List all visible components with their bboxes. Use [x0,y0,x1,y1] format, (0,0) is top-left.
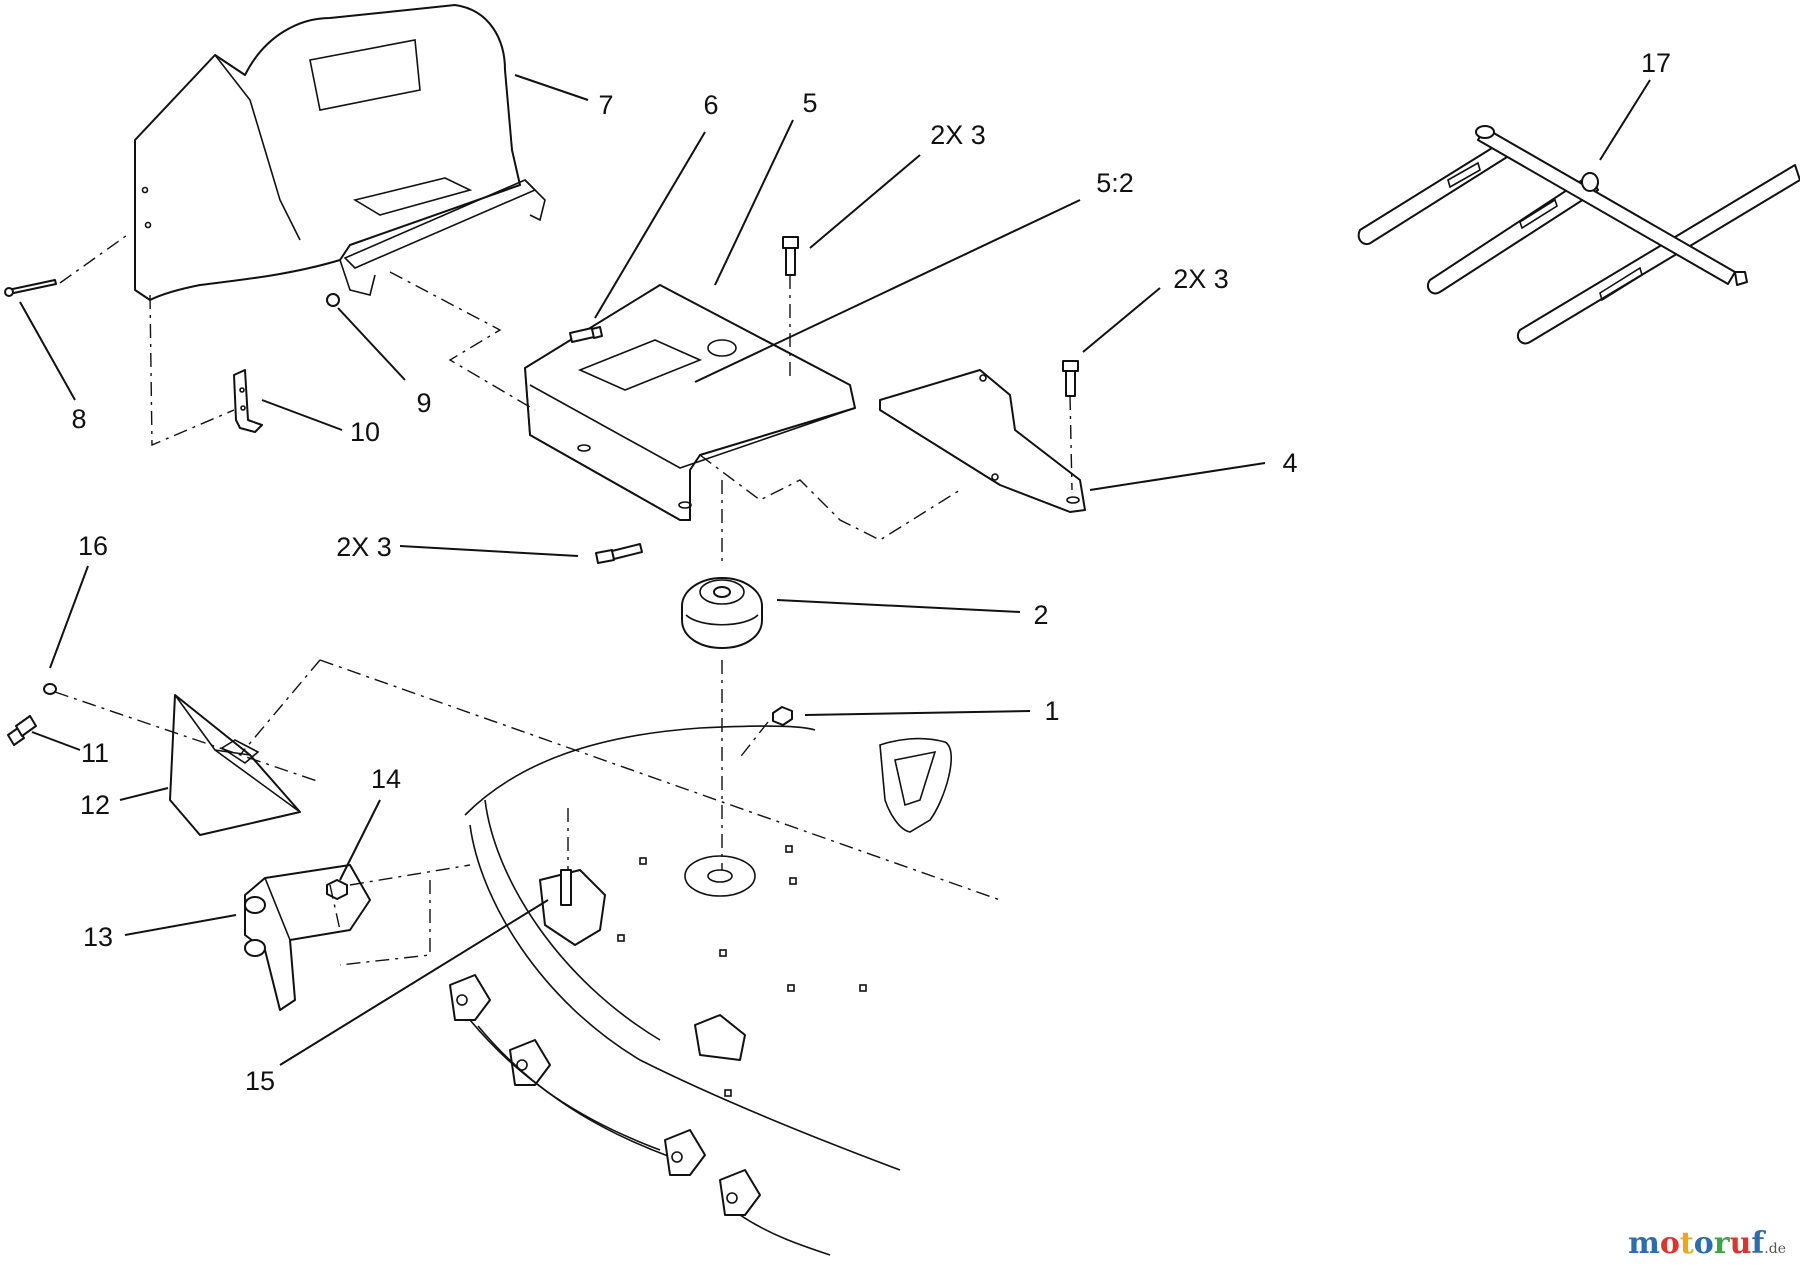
leader-14 [339,799,381,881]
leader-7 [514,74,589,101]
leader-5 [714,119,794,286]
leader-lines [19,74,1651,1066]
watermark-tld: .de [1764,1241,1786,1257]
watermark-letter: r [1713,1226,1730,1261]
part-15-plate [539,869,606,946]
leader-1 [804,710,1031,716]
callout-5-2: 5:2 [1096,168,1134,198]
leader-12 [119,787,169,801]
part-5-cover-plate [524,284,856,521]
watermark-letter: m [1628,1226,1660,1261]
leader-8 [19,301,76,401]
part-2-pulley [681,577,763,649]
part-1-nut [772,706,793,726]
callout-6: 6 [703,90,718,120]
leader-2 [776,599,1021,613]
watermark-letter: o [1693,1226,1714,1261]
watermark-letter: u [1729,1226,1752,1261]
callout-10: 10 [350,417,380,447]
callout-3c: 2X 3 [336,532,392,562]
callout-8: 8 [71,404,86,434]
leader-16 [49,565,89,669]
leader-5-2 [694,199,1081,383]
leader-13 [124,914,237,936]
callout-13: 13 [83,922,113,952]
part-14-nut [326,879,348,900]
leader-3a [809,154,921,249]
watermark-letter: t [1679,1226,1694,1261]
leader-9 [337,307,406,381]
part-12-deflector [169,694,301,836]
callout-5: 5 [802,88,817,118]
callout-17: 17 [1641,48,1671,78]
leader-17 [1599,79,1651,161]
part-3-bolt-top [782,236,799,276]
leader-15 [279,899,549,1066]
callout-labels: 7 6 5 2X 3 5:2 2X 3 17 8 9 10 4 16 2X 3 … [71,48,1671,1096]
callout-11: 11 [81,738,109,768]
callout-3b: 2X 3 [1173,264,1229,294]
part-6-bolt [569,326,603,343]
part-10-bracket [233,369,263,433]
part-11-bolt [7,715,37,746]
callout-9: 9 [416,388,431,418]
callout-14: 14 [371,764,401,794]
part-16-washer [43,683,57,695]
leader-6 [594,131,706,319]
callout-15: 15 [245,1066,275,1096]
part-3-bolt-right [1062,360,1079,397]
mower-deck [449,725,953,1256]
part-17-roller-assembly [1357,125,1800,345]
leader-3b [1082,287,1161,353]
leader-4 [1089,462,1266,491]
leader-11 [31,731,81,751]
callout-2: 2 [1033,600,1048,630]
leader-10 [261,399,343,431]
callout-1: 1 [1044,696,1059,726]
callout-7: 7 [598,90,613,120]
part-3-bolt-lower [595,543,643,564]
callout-4: 4 [1282,448,1297,478]
assembly-lines [54,232,1073,966]
part-8-pin [4,279,57,297]
watermark-letter: o [1659,1226,1680,1261]
part-13-mount-bracket [244,864,371,1011]
part-7-seat-shell [134,4,546,307]
watermark-letter: f [1751,1226,1765,1261]
callout-3a: 2X 3 [930,120,986,150]
part-4-angle-bracket [879,369,1086,513]
watermark-logo: motoruf.de [1628,1226,1786,1261]
leader-3c [399,545,579,557]
callout-12: 12 [80,790,110,820]
callout-16: 16 [78,531,108,561]
